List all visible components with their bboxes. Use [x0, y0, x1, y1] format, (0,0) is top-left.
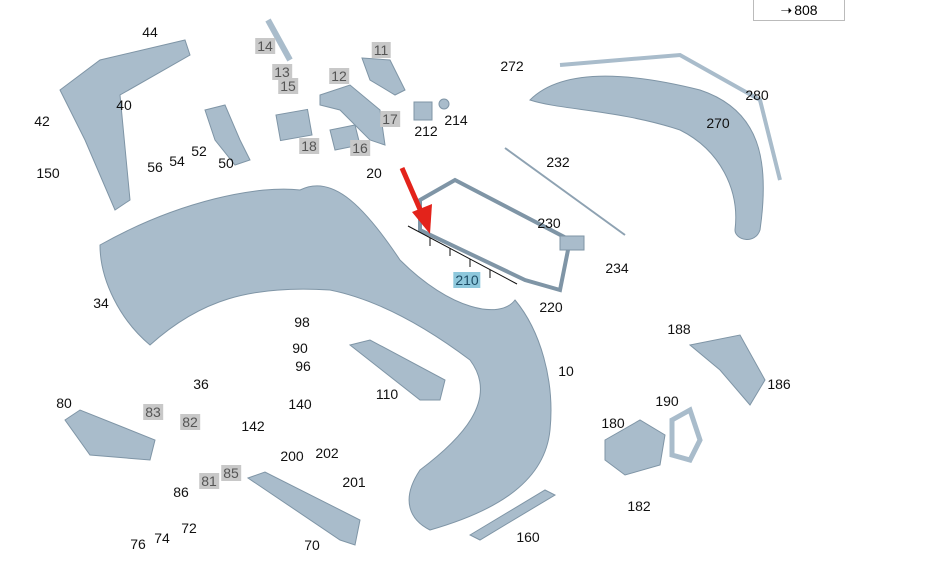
label[interactable]: 40 [116, 97, 132, 113]
label[interactable]: 10 [558, 363, 574, 379]
label[interactable]: 142 [241, 418, 265, 434]
rod-232 [504, 147, 626, 236]
label[interactable]: 17 [380, 111, 400, 127]
part-212 [413, 101, 433, 121]
label[interactable]: 232 [546, 154, 570, 170]
module-230 [559, 235, 585, 251]
label[interactable]: 230 [537, 215, 561, 231]
label[interactable]: 180 [601, 415, 625, 431]
bracket-50 [204, 104, 251, 166]
label[interactable]: 270 [706, 115, 730, 131]
rod-14 [265, 18, 293, 62]
arrow-right-icon: ➝ [780, 1, 793, 18]
cover-11 [361, 57, 406, 96]
ring-190 [669, 406, 703, 463]
label[interactable]: 52 [191, 143, 207, 159]
label[interactable]: 54 [169, 153, 185, 169]
bracket-40 [59, 39, 191, 211]
label[interactable]: 212 [414, 123, 438, 139]
label[interactable]: 201 [342, 474, 366, 490]
label[interactable]: 13 [272, 64, 292, 80]
label[interactable]: 83 [143, 404, 163, 420]
bracket-186 [688, 334, 766, 406]
grille-220 [418, 177, 573, 293]
housing-180 [604, 419, 666, 476]
reference-number: 808 [794, 2, 818, 18]
label[interactable]: 72 [181, 520, 197, 536]
rear-bumper-cover [99, 185, 552, 531]
label[interactable]: 234 [605, 260, 629, 276]
red-arrow-icon [399, 167, 432, 234]
label[interactable]: 20 [366, 165, 382, 181]
callout-lines [407, 225, 518, 285]
label[interactable]: 272 [500, 58, 524, 74]
label[interactable]: 220 [539, 299, 563, 315]
label[interactable]: 76 [130, 536, 146, 552]
label[interactable]: 188 [667, 321, 691, 337]
label[interactable]: 44 [142, 24, 158, 40]
label[interactable]: 11 [371, 42, 391, 58]
diffuser-270 [529, 75, 764, 240]
label[interactable]: 70 [304, 537, 320, 553]
label[interactable]: 96 [295, 358, 311, 374]
trim-70 [246, 471, 361, 546]
label[interactable]: 90 [292, 340, 308, 356]
trim-110 [348, 339, 446, 401]
label[interactable]: 50 [218, 155, 234, 171]
label[interactable]: 34 [93, 295, 109, 311]
label[interactable]: 12 [329, 68, 349, 84]
label[interactable]: 36 [193, 376, 209, 392]
label-highlighted[interactable]: 210 [453, 272, 481, 288]
label[interactable]: 42 [34, 113, 50, 129]
bracket-80 [64, 409, 156, 461]
ring-214 [438, 98, 450, 110]
label[interactable]: 16 [350, 140, 370, 156]
label[interactable]: 15 [278, 78, 298, 94]
label[interactable]: 80 [56, 395, 72, 411]
label[interactable]: 150 [36, 165, 60, 181]
reference-box[interactable]: ➝ 808 [753, 0, 845, 21]
label[interactable]: 182 [627, 498, 651, 514]
label[interactable]: 190 [655, 393, 679, 409]
label[interactable]: 200 [280, 448, 304, 464]
strip-280 [559, 52, 782, 181]
label[interactable]: 186 [767, 376, 791, 392]
strip-160 [468, 489, 557, 541]
label[interactable]: 18 [299, 138, 319, 154]
label[interactable]: 160 [516, 529, 540, 545]
cover-12 [319, 84, 386, 146]
label[interactable]: 82 [180, 414, 200, 430]
label[interactable]: 202 [315, 445, 339, 461]
label[interactable]: 280 [745, 87, 769, 103]
label[interactable]: 110 [375, 386, 399, 402]
label[interactable]: 14 [255, 38, 275, 54]
label[interactable]: 98 [294, 314, 310, 330]
label[interactable]: 81 [199, 473, 219, 489]
label[interactable]: 85 [221, 465, 241, 481]
label[interactable]: 214 [444, 112, 468, 128]
label[interactable]: 74 [154, 530, 170, 546]
label[interactable]: 56 [147, 159, 163, 175]
cover-18 [275, 108, 313, 142]
label[interactable]: 140 [288, 396, 312, 412]
label[interactable]: 86 [173, 484, 189, 500]
